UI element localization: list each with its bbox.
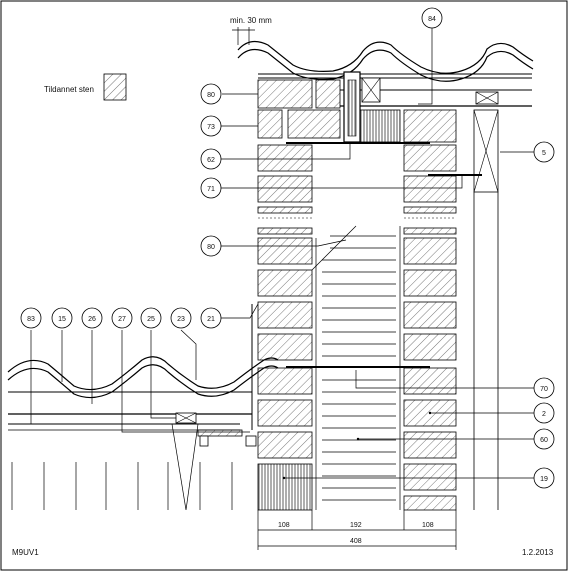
callouts: 84 80 73 62 71 5 80 83 15 26 27 25 23 21…: [20, 7, 555, 489]
callout-71: 71: [200, 177, 222, 199]
leader-lines: [30, 26, 534, 479]
top-insulation: [357, 109, 401, 143]
svg-text:27: 27: [118, 316, 126, 323]
svg-text:71: 71: [207, 186, 215, 193]
drawing-date: 1.2.2013: [522, 548, 554, 557]
svg-text:2: 2: [542, 411, 546, 418]
svg-text:25: 25: [147, 316, 155, 323]
callout-83: 83: [20, 307, 42, 329]
callout-84: 84: [421, 7, 443, 29]
callout-27: 27: [111, 307, 133, 329]
leader-dots: [282, 411, 432, 480]
svg-text:5: 5: [542, 150, 546, 157]
callout-21: 21: [200, 307, 222, 329]
svg-text:84: 84: [428, 16, 436, 23]
outer-leaf-wall: [257, 79, 341, 511]
dimension-108-left: 108: [278, 522, 290, 529]
callout-80-mid: 80: [200, 235, 222, 257]
callout-62: 62: [200, 148, 222, 170]
callout-19: 19: [533, 467, 555, 489]
dimension-lines: [257, 510, 457, 550]
batten-upper-b-x2: [475, 91, 499, 105]
drawing-code: M9UV1: [12, 548, 39, 557]
ground-ticks: [11, 462, 233, 510]
lower-roof-tiles: [7, 356, 279, 399]
svg-text:19: 19: [540, 476, 548, 483]
callout-15: 15: [51, 307, 73, 329]
lower-block-a: [199, 435, 209, 447]
wall-plate-x2: [473, 109, 499, 193]
callout-60: 60: [533, 428, 555, 450]
svg-text:73: 73: [207, 124, 215, 131]
callout-5: 5: [533, 141, 555, 163]
callout-23: 23: [170, 307, 192, 329]
svg-text:70: 70: [540, 386, 548, 393]
callout-25: 25: [140, 307, 162, 329]
svg-text:26: 26: [88, 316, 96, 323]
svg-text:80: 80: [207, 244, 215, 251]
callout-80-top: 80: [200, 83, 222, 105]
svg-text:21: 21: [207, 316, 215, 323]
inner-leaf-wall: [403, 109, 457, 511]
legend-label: Tildannet sten: [44, 85, 94, 94]
lower-block-b: [245, 435, 257, 447]
svg-text:15: 15: [58, 316, 66, 323]
svg-text:80: 80: [207, 92, 215, 99]
svg-text:23: 23: [177, 316, 185, 323]
svg-text:60: 60: [540, 437, 548, 444]
lower-batten-x2: [175, 412, 197, 424]
legend-swatch: [103, 73, 127, 101]
lower-strut: [171, 423, 199, 511]
callout-2: 2: [533, 402, 555, 424]
batten-upper-a-x2: [361, 77, 381, 103]
upper-roof-tiles: [237, 40, 534, 82]
svg-text:83: 83: [27, 316, 35, 323]
min-dimension-label: min. 30 mm: [230, 16, 272, 25]
svg-text:62: 62: [207, 157, 215, 164]
callout-26: 26: [81, 307, 103, 329]
dimension-108-right: 108: [422, 522, 434, 529]
callout-70: 70: [533, 377, 555, 399]
dimension-192: 192: [350, 522, 362, 529]
cavity-insulation: [311, 225, 401, 510]
lower-ledger: [197, 429, 243, 437]
wall-tie-inner: [347, 79, 357, 137]
dimension-408-total: 408: [350, 538, 362, 545]
callout-73: 73: [200, 115, 222, 137]
